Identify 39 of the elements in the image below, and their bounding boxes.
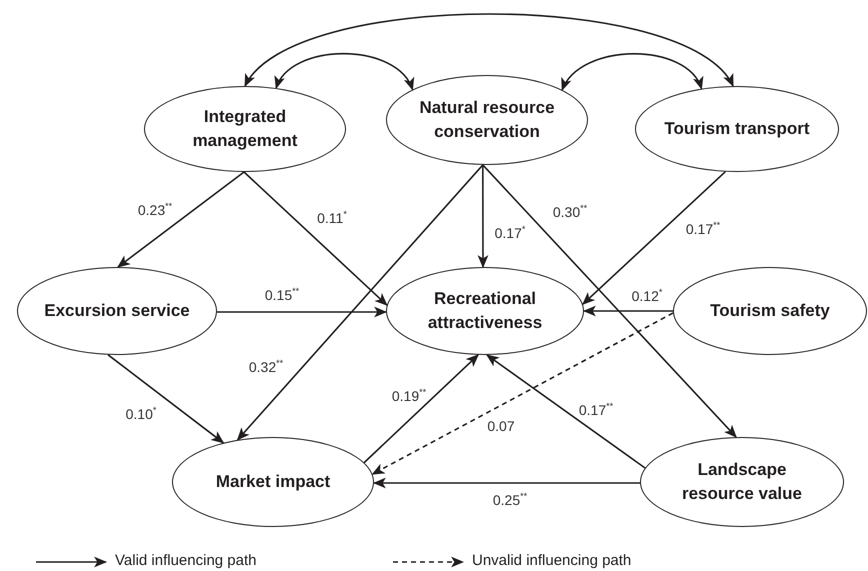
variable-name: Natural resource conservation [418,97,556,143]
path-coefficient: 0.32$^{**}$ [248,359,284,375]
variable-name: Recreational attractiveness [426,288,544,334]
path-coefficient: 0.17$^{*}$ [494,225,526,241]
variable-name: Integrated management [192,106,298,152]
variable-name: Tourism safety [709,300,831,322]
arrow [478,164,488,268]
variable-name: Excursion service [43,300,191,322]
dashed-arrow [372,312,674,475]
double-headed-curved-arrow [244,13,734,87]
path-coefficient: 0.19$^{**}$ [392,388,426,404]
path-coefficient: 0.10$^{*}$ [126,406,156,422]
path-coefficient: 0.17$^{**}$ [686,221,720,237]
arrow [364,354,479,464]
arrow [243,171,388,306]
legend-label: Valid influencing path [115,552,256,569]
path-coefficient: 0.17$^{**}$ [578,402,614,418]
path-coefficient: 0.15$^{**}$ [264,287,300,303]
double-headed-curved-arrow [561,53,702,91]
arrow [582,171,726,305]
variable-name: Market impact [214,471,332,493]
path-coefficient: 0.12$^{*}$ [632,288,662,304]
arrow [582,306,673,316]
arrow [372,478,640,488]
path-coefficient: 0.25$^{**}$ [492,492,528,508]
arrow [117,171,244,268]
arrow [486,354,646,469]
arrow [216,306,388,318]
path-coefficient: 0.07 [487,418,515,434]
path-coefficient: 0.23$^{**}$ [138,202,172,218]
arrow [236,164,484,441]
variable-name: Landscape resource value [680,459,803,505]
arrow [108,354,224,444]
path-coefficient: 0.30$^{**}$ [552,204,588,220]
arrow [482,164,737,438]
path-coefficient: 0.11$^{*}$ [317,210,347,226]
legend-label: Unvalid influencing path [472,552,632,569]
double-headed-curved-arrow [275,52,414,91]
variable-name: Tourism transport [663,118,811,140]
